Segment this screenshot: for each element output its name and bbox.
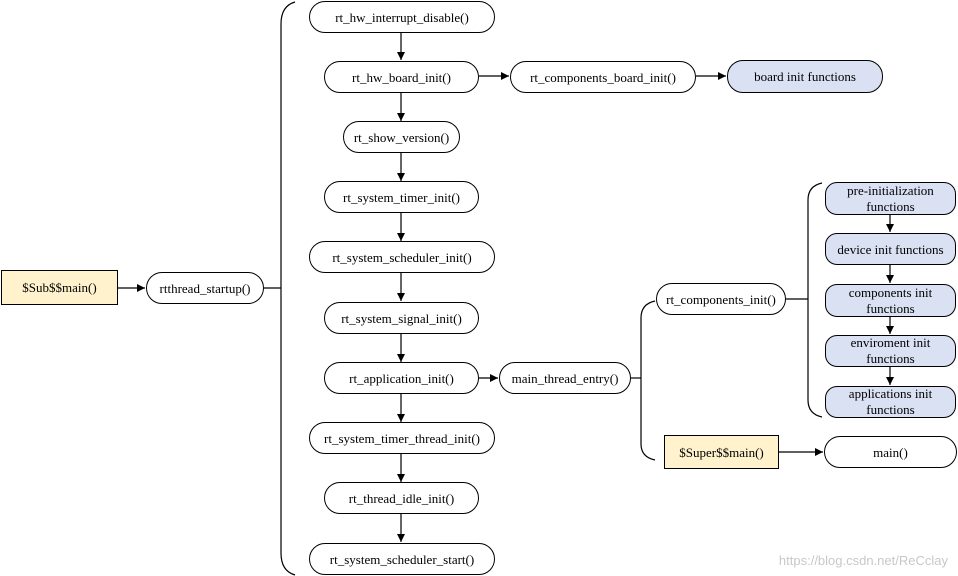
- environment-init-functions-node: enviroment init functions: [825, 335, 956, 367]
- super-main-node: $Super$$main(): [664, 435, 779, 469]
- components-init-functions-node: components init functions: [825, 284, 956, 317]
- sub-main-node: $Sub$$main(): [1, 270, 118, 305]
- system-scheduler-init-node: rt_system_scheduler_init(): [309, 241, 495, 273]
- thread-idle-init-node: rt_thread_idle_init(): [324, 482, 479, 514]
- system-scheduler-start-node: rt_system_scheduler_start(): [309, 543, 495, 575]
- board-init-functions-node: board init functions: [727, 60, 883, 93]
- show-version-node: rt_show_version(): [343, 121, 460, 153]
- watermark-text: https://blog.csdn.net/ReCclay: [778, 553, 948, 568]
- hw-interrupt-disable-node: rt_hw_interrupt_disable(): [309, 1, 495, 33]
- main-thread-entry-node: main_thread_entry(): [499, 362, 631, 394]
- application-init-node: rt_application_init(): [324, 362, 479, 394]
- device-init-functions-node: device init functions: [825, 233, 956, 265]
- system-timer-thread-init-node: rt_system_timer_thread_init(): [309, 422, 495, 454]
- brace-main-thread: [640, 300, 656, 461]
- rtthread-startup-node: rtthread_startup(): [146, 272, 264, 304]
- main-node: main(): [824, 436, 957, 468]
- system-timer-init-node: rt_system_timer_init(): [324, 181, 479, 213]
- pre-init-functions-node: pre-initialization functions: [825, 182, 956, 215]
- hw-board-init-node: rt_hw_board_init(): [324, 61, 479, 93]
- components-init-node: rt_components_init(): [656, 283, 786, 315]
- brace-components-init: [807, 182, 823, 418]
- system-signal-init-node: rt_system_signal_init(): [324, 302, 479, 334]
- applications-init-functions-node: applications init functions: [825, 386, 956, 418]
- components-board-init-node: rt_components_board_init(): [510, 61, 696, 93]
- brace-startup: [280, 1, 296, 576]
